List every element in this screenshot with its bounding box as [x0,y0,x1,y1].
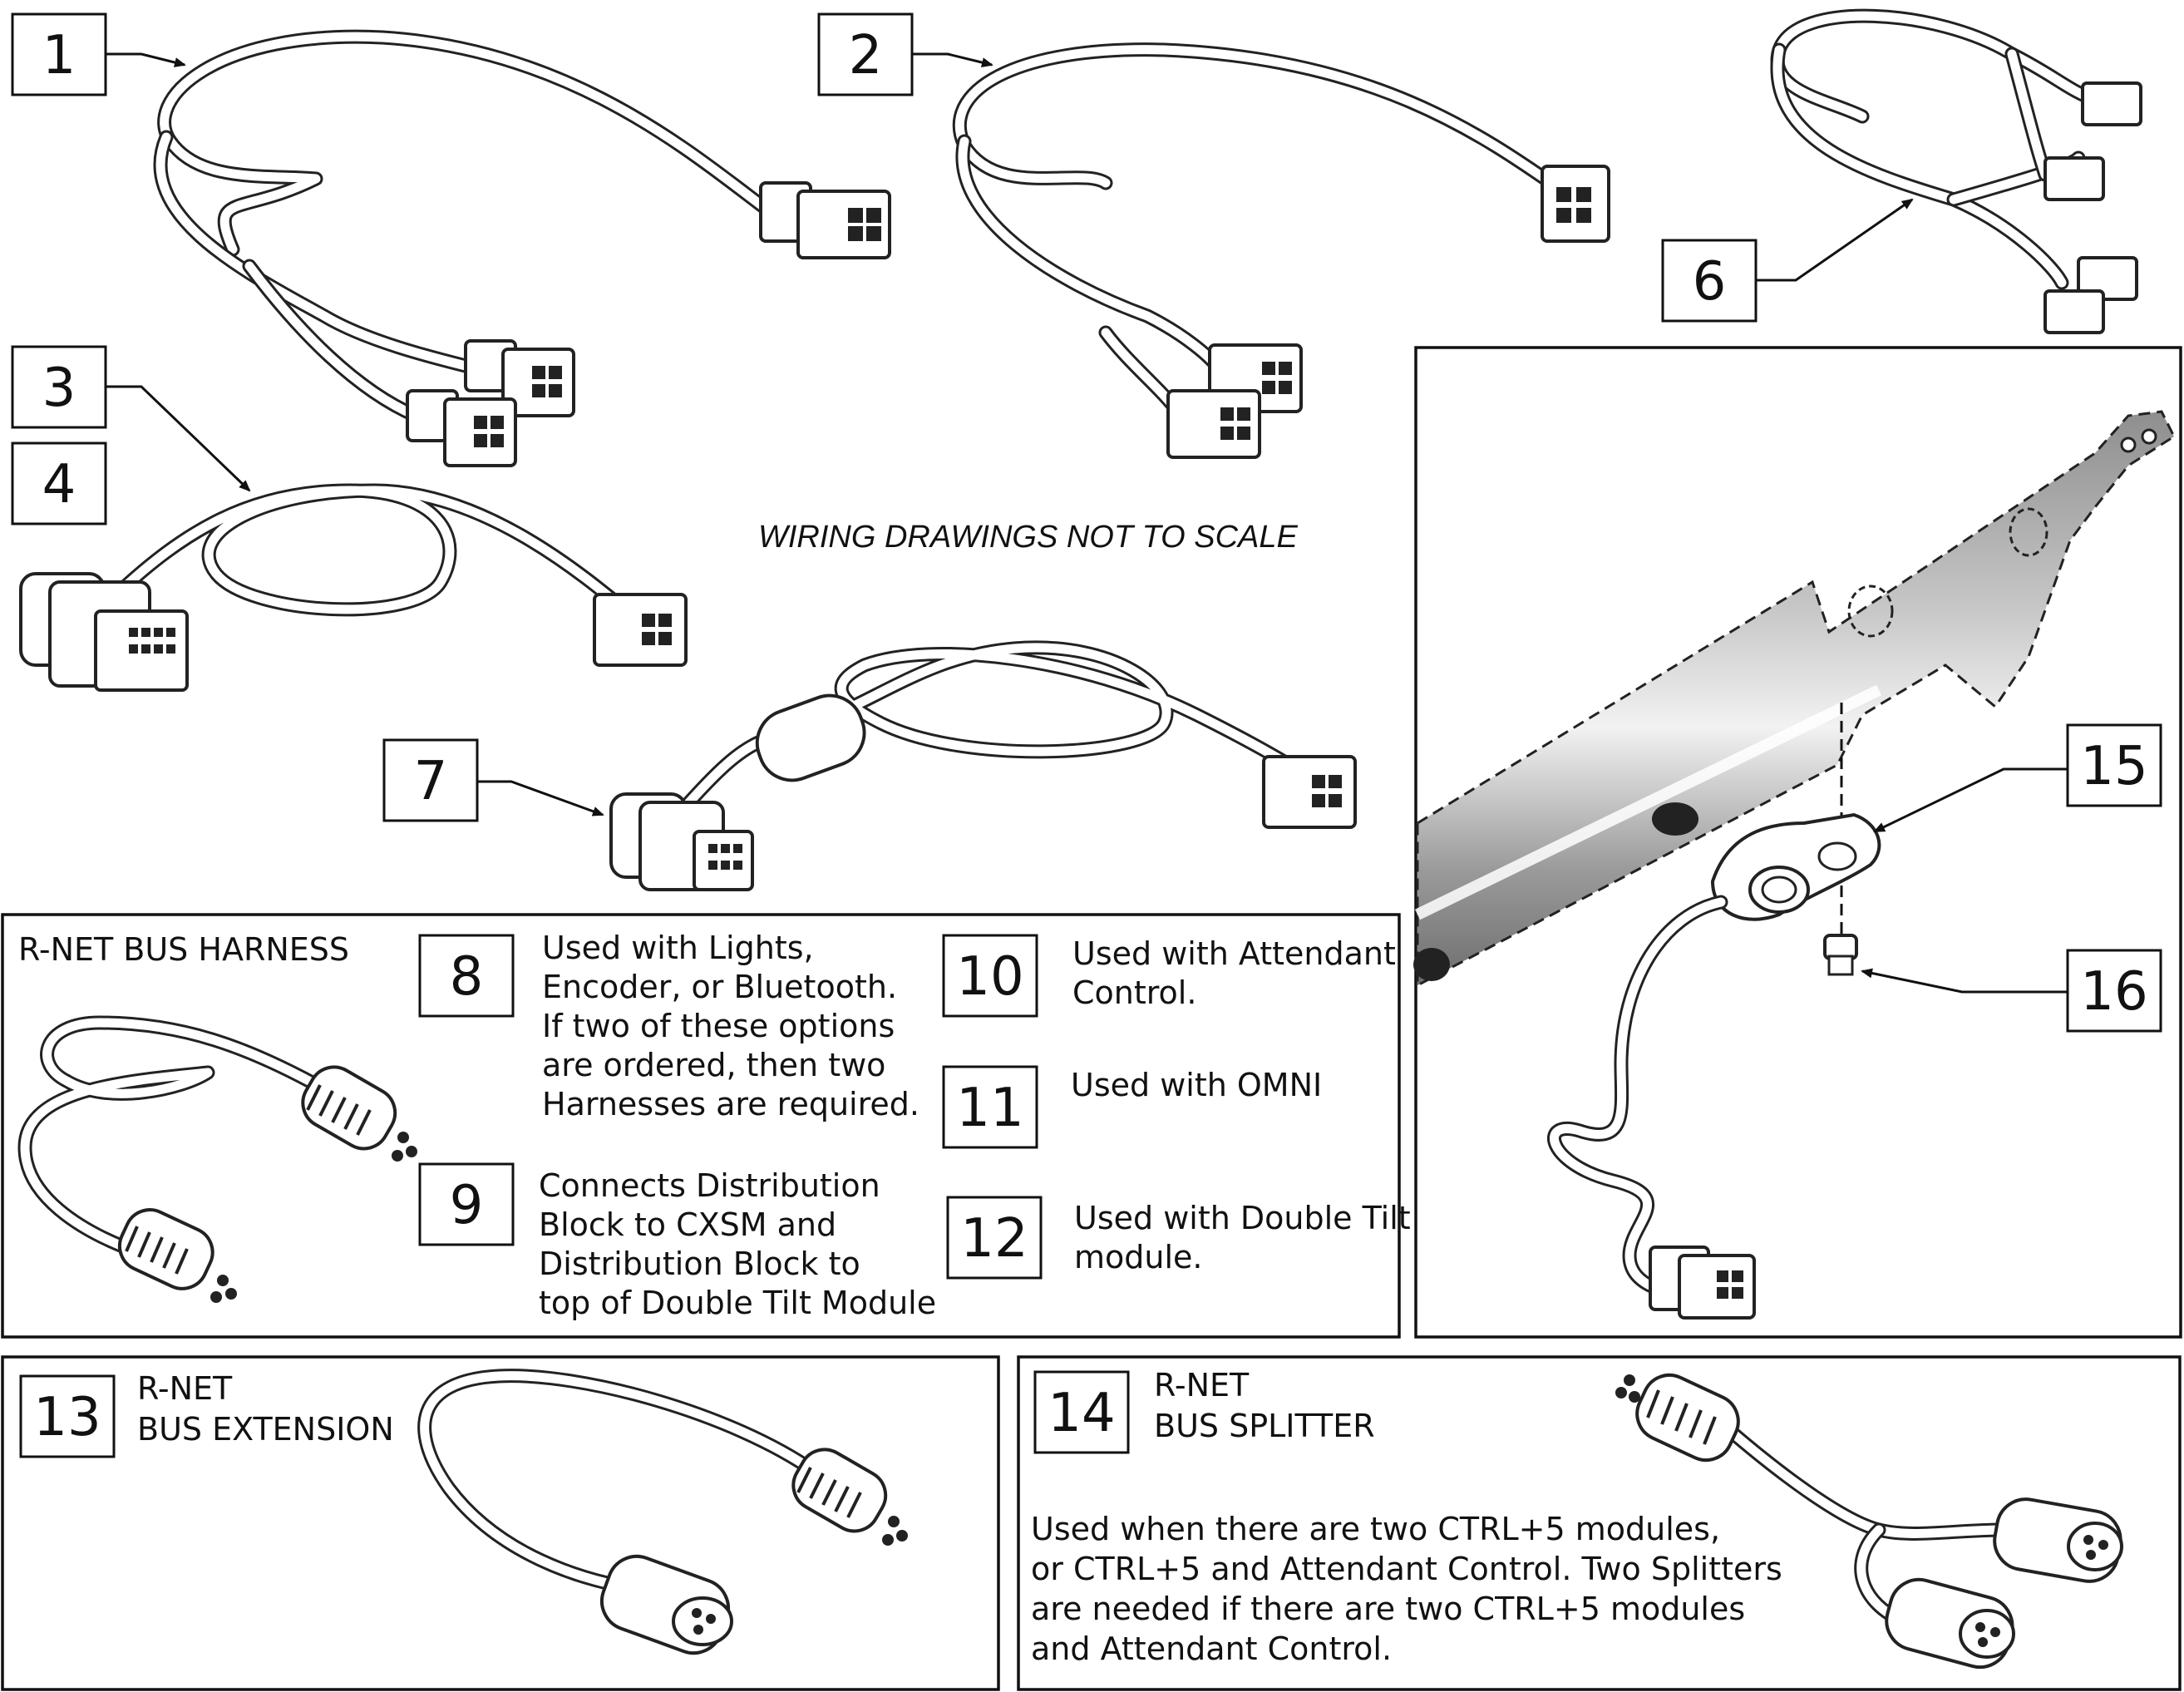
screw [1823,934,1858,976]
bus-harness-connector-b [117,1208,237,1303]
splitter-connector-female-a [1993,1497,2123,1583]
connector-6c [2077,256,2138,301]
splitter-connector-female-b [1885,1577,2015,1670]
svg-text:10: 10 [956,946,1023,1008]
svg-text:14: 14 [1048,1383,1115,1444]
cable-6 [1770,8,2142,334]
svg-text:Used with Lights,: Used with Lights, [542,930,814,966]
desc-11: Used with OMNI [1071,1067,1322,1103]
svg-text:top of Double Tilt Module: top of Double Tilt Module [539,1285,936,1321]
svg-text:2: 2 [849,25,883,86]
desc-8: Used with Lights, Encoder, or Bluetooth.… [542,930,919,1122]
svg-text:R-NET BUS HARNESS: R-NET BUS HARNESS [18,931,349,968]
connector-7-small [1262,755,1357,829]
svg-text:If two of these options: If two of these options [542,1008,895,1044]
callout-3: 3 [11,345,251,492]
svg-text:3: 3 [42,358,76,419]
svg-text:7: 7 [414,751,448,812]
svg-text:Connects Distribution: Connects Distribution [539,1167,880,1204]
seat-rail [1413,410,2176,988]
svg-text:Encoder, or Bluetooth.: Encoder, or Bluetooth. [542,969,897,1005]
svg-text:1: 1 [42,25,76,86]
extension-connector-male [791,1448,908,1546]
connector-2c [1166,389,1261,459]
callout-8: 8 [418,934,515,1018]
svg-text:Harnesses are required.: Harnesses are required. [542,1086,919,1122]
cable-1 [153,29,891,467]
svg-text:12: 12 [960,1208,1028,1270]
callout-14: 14 [1033,1370,1130,1454]
desc-12: Used with Double Tilt module. [1074,1200,1411,1275]
connector-1b [464,339,575,417]
svg-text:Used with Attendant: Used with Attendant [1072,935,1396,972]
callout-10: 10 [942,934,1038,1018]
connector-3-large [19,572,189,692]
connector-1c [406,389,517,467]
svg-text:Distribution Block to: Distribution Block to [539,1246,860,1282]
svg-text:13: 13 [33,1387,101,1448]
callout-7: 7 [382,738,604,822]
detail-panel [1413,346,2182,1339]
cable-7 [609,640,1357,891]
connector-6a [2081,81,2142,126]
sensor-bracket [1710,812,1881,921]
connector-6d [2043,289,2105,334]
cable-3-4 [19,483,688,692]
svg-text:are needed if there are two CT: are needed if there are two CTRL+5 modul… [1031,1591,1745,1627]
svg-text:Block to CXSM and: Block to CXSM and [539,1206,836,1243]
desc-9: Connects Distribution Block to CXSM and … [539,1167,936,1321]
bus-harness-drawing [17,1015,417,1303]
bus-splitter-drawing [1615,1373,2123,1670]
svg-text:4: 4 [42,454,76,515]
bus-extension-drawing [417,1369,908,1655]
svg-text:BUS EXTENSION: BUS EXTENSION [137,1411,394,1448]
callout-2: 2 [817,12,993,96]
svg-text:module.: module. [1074,1239,1203,1275]
callout-13: 13 [19,1374,116,1458]
connector-1a [759,181,891,259]
callout-1: 1 [11,12,186,96]
scale-note: WIRING DRAWINGS NOT TO SCALE [758,520,1299,555]
callout-6: 6 [1661,198,1914,323]
callout-9: 9 [418,1162,515,1246]
svg-text:8: 8 [450,946,484,1008]
svg-text:or CTRL+5 and Attendant Contro: or CTRL+5 and Attendant Control. Two Spl… [1031,1551,1782,1587]
cable-2 [952,42,1610,459]
ferrite-core [755,693,866,782]
connector-7-large [609,792,754,891]
connector-detail [1649,1246,1756,1320]
callout-4: 4 [11,441,107,525]
svg-text:6: 6 [1693,251,1727,313]
svg-text:16: 16 [2080,961,2147,1023]
bus-splitter-panel: 14 R-NET BUS SPLITTER Used when there ar… [1017,1355,2182,1691]
extension-connector-female [599,1554,733,1655]
bus-harness-panel: R-NET BUS HARNESS 8 Used with Lights, En… [1,913,1411,1339]
svg-text:BUS SPLITTER: BUS SPLITTER [1154,1408,1375,1444]
svg-text:Used with OMNI: Used with OMNI [1071,1067,1322,1103]
connector-2a [1541,165,1610,243]
svg-text:Control.: Control. [1072,974,1196,1011]
bus-extension-panel: 13 R-NET BUS EXTENSION [1,1355,1000,1691]
bus-harness-connector-a [301,1065,417,1162]
svg-text:R-NET: R-NET [137,1370,233,1407]
svg-text:are ordered, then two: are ordered, then two [542,1047,885,1083]
svg-text:Used when there are two CTRL+5: Used when there are two CTRL+5 modules, [1031,1511,1720,1547]
svg-text:R-NET: R-NET [1154,1367,1250,1403]
svg-text:15: 15 [2080,736,2147,797]
splitter-connector-male [1615,1373,1740,1463]
svg-text:Used with Double Tilt: Used with Double Tilt [1074,1200,1411,1236]
callout-11: 11 [942,1065,1038,1149]
desc-14: Used when there are two CTRL+5 modules, … [1031,1511,1782,1667]
callout-12: 12 [946,1196,1043,1280]
desc-10: Used with Attendant Control. [1072,935,1396,1011]
callout-15: 15 [1873,723,2162,833]
callout-16: 16 [1861,949,2162,1033]
connector-3-small [593,593,688,667]
connector-6b [2043,156,2105,201]
svg-text:and Attendant Control.: and Attendant Control. [1031,1630,1392,1667]
svg-text:9: 9 [450,1175,484,1236]
svg-text:11: 11 [956,1078,1023,1139]
